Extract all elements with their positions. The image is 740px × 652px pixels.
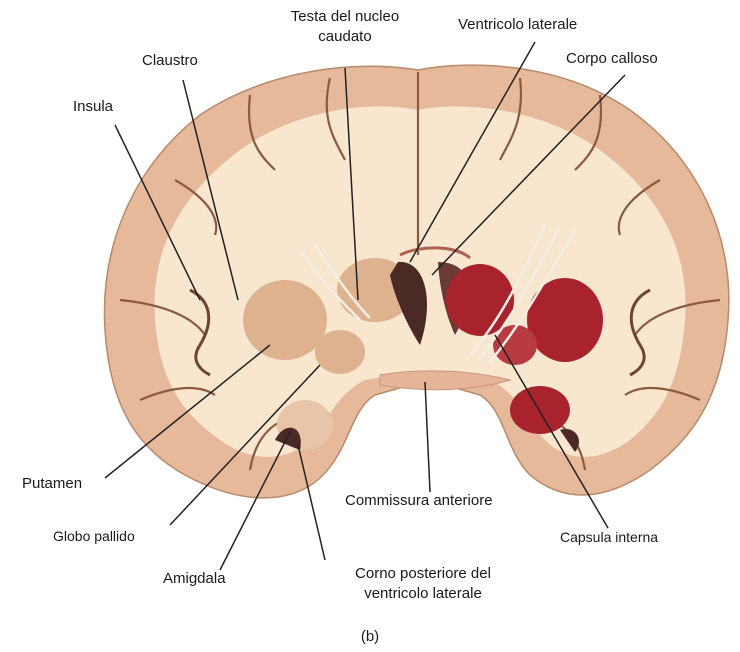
label-commissura-anteriore: Commissura anteriore <box>345 492 493 510</box>
label-insula: Insula <box>73 98 113 116</box>
figure-caption: (b) <box>340 628 400 646</box>
label-testa-line1: Testa del nucleo <box>270 8 420 26</box>
amygdala-right <box>510 386 570 434</box>
label-corno-line1: Corno posteriore del <box>318 565 528 583</box>
label-amigdala: Amigdala <box>163 570 226 588</box>
label-corno-line2: ventricolo laterale <box>318 585 528 603</box>
label-globo-pallido: Globo pallido <box>53 527 135 545</box>
globus-pallidus-left <box>315 330 365 374</box>
leader-commissura <box>425 382 430 492</box>
putamen-left <box>243 280 327 360</box>
label-ventricolo-laterale: Ventricolo laterale <box>458 16 577 34</box>
label-putamen: Putamen <box>22 475 82 493</box>
label-testa-line2: caudato <box>270 28 420 46</box>
label-claustro: Claustro <box>142 52 198 70</box>
label-corpo-calloso: Corpo calloso <box>566 50 658 68</box>
label-capsula-interna: Capsula interna <box>560 528 658 546</box>
